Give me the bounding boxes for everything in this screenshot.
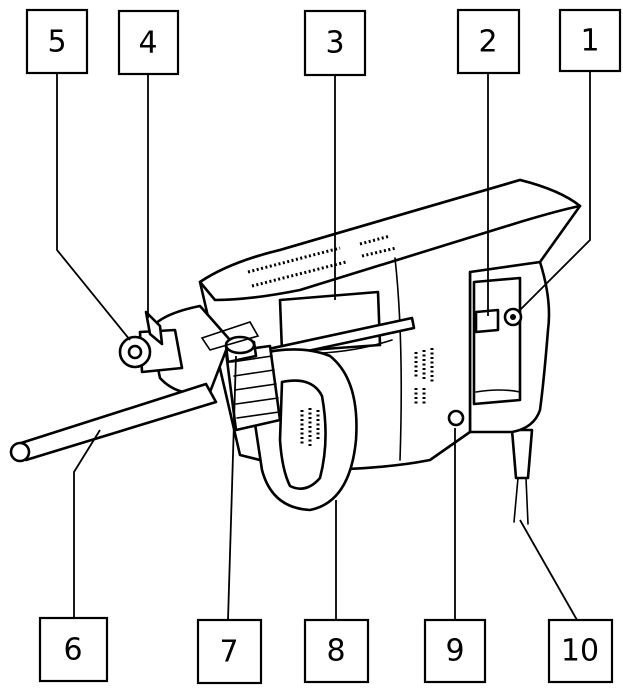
leader-6	[73, 429, 101, 618]
callout-8: 8	[303, 618, 370, 684]
chuck-nose	[118, 304, 232, 395]
callout-2: 2	[456, 8, 521, 75]
clamping-knob	[200, 321, 260, 364]
lock-button	[503, 307, 523, 327]
power-cord	[510, 428, 534, 525]
callout-7-label: 7	[219, 635, 238, 670]
side-handle	[224, 344, 358, 512]
callout-6: 6	[38, 616, 109, 683]
callout-6-label: 6	[63, 633, 82, 668]
callout-9-label: 9	[445, 634, 464, 669]
callout-10: 10	[547, 618, 614, 684]
callout-5-label: 5	[47, 25, 66, 60]
leader-5	[56, 72, 131, 341]
callout-7: 7	[196, 618, 263, 685]
callout-1-label: 1	[580, 24, 599, 59]
callout-3: 3	[303, 9, 367, 77]
callout-8-label: 8	[326, 634, 345, 669]
selector-knob	[447, 409, 465, 427]
callout-4-label: 4	[138, 26, 157, 61]
leader-7	[227, 355, 237, 621]
callout-2-label: 2	[478, 25, 497, 60]
callout-10-label: 10	[561, 634, 599, 669]
leader-1	[517, 70, 591, 313]
callout-4: 4	[117, 9, 180, 76]
drill-bit	[9, 382, 218, 463]
callout-9: 9	[423, 618, 487, 684]
callout-3-label: 3	[325, 26, 344, 61]
trigger-switch	[474, 308, 500, 334]
leader-10	[519, 519, 578, 621]
callout-1: 1	[558, 8, 622, 73]
rear-handle	[468, 260, 551, 434]
leader-lines	[56, 70, 591, 621]
callout-5: 5	[25, 8, 89, 75]
drill-illustration	[9, 178, 582, 525]
